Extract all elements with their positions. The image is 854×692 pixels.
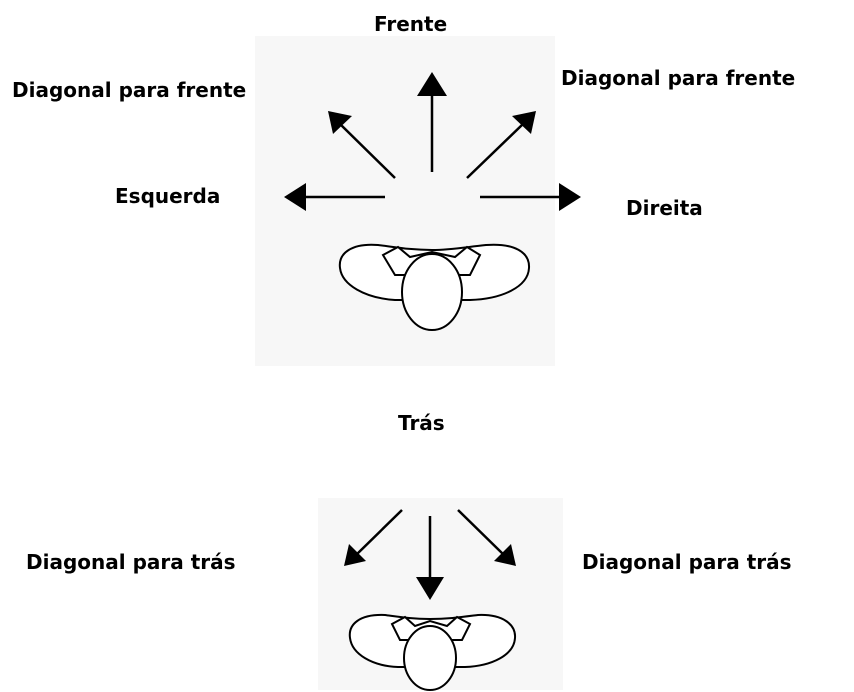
- label-diagonal-front-left: Diagonal para frente: [12, 78, 247, 102]
- arrow-left-icon: [284, 183, 385, 211]
- arrow-diag-front-left-icon: [328, 111, 396, 179]
- label-right: Direita: [626, 196, 703, 220]
- label-back: Trás: [398, 411, 445, 435]
- upper-arrows: [284, 72, 581, 211]
- lower-arrows: [344, 509, 516, 600]
- arrow-diag-back-right-icon: [457, 509, 516, 566]
- label-diagonal-back-right: Diagonal para trás: [582, 550, 792, 574]
- label-left: Esquerda: [115, 184, 221, 208]
- person-top-view-icon: [338, 243, 531, 331]
- arrow-right-icon: [480, 183, 581, 211]
- arrow-diag-back-left-icon: [344, 509, 403, 566]
- arrow-back-icon: [416, 516, 444, 600]
- label-front: Frente: [374, 12, 448, 36]
- arrow-front-icon: [417, 72, 447, 172]
- arrow-diag-front-right-icon: [466, 111, 536, 179]
- label-diagonal-back-left: Diagonal para trás: [26, 550, 236, 574]
- person-top-view-icon: [348, 613, 517, 691]
- label-diagonal-front-right: Diagonal para frente: [561, 66, 796, 90]
